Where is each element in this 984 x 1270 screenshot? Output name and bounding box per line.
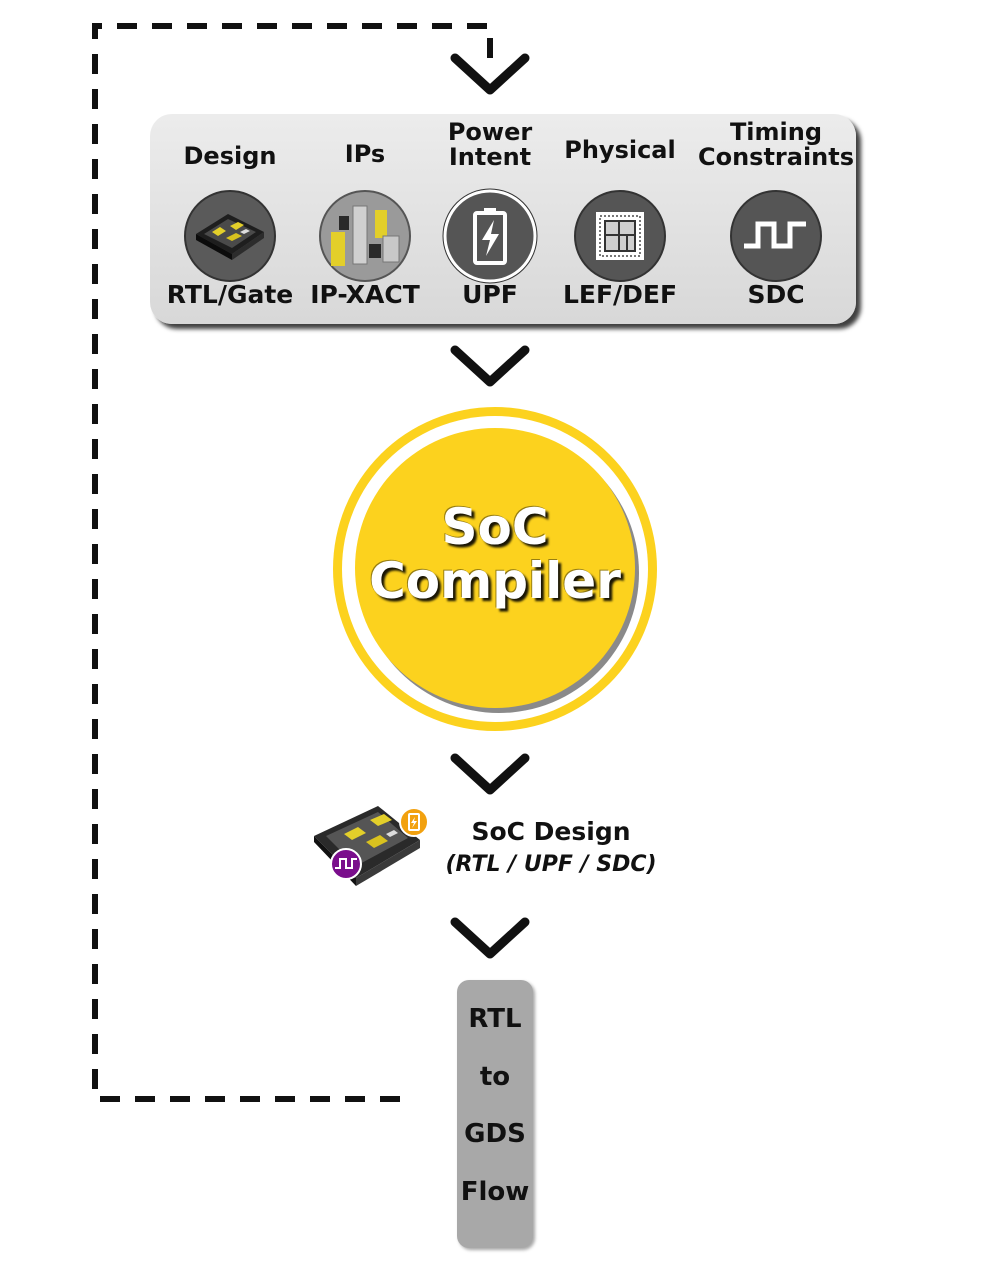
arrow-to-soc-design (450, 753, 530, 795)
arrow-to-flow (450, 917, 530, 959)
ip-blocks-icon (319, 190, 411, 282)
input-physical: Physical LEF/DEF (540, 114, 700, 324)
input-title: Design (183, 142, 277, 170)
soc-design-label: SoC Design (RTL / UPF / SDC) (436, 814, 666, 880)
battery-icon (442, 188, 538, 284)
input-title: Physical (564, 136, 676, 164)
soc-design-formats: (RTL / UPF / SDC) (445, 852, 657, 877)
input-subtitle: UPF (462, 280, 518, 309)
arrows (450, 53, 530, 959)
chip-icon (184, 190, 276, 282)
input-title: IPs (344, 140, 386, 168)
feedback-loop (92, 23, 493, 1102)
input-power-intent: Power Intent UPF (410, 114, 570, 324)
input-title: Timing Constraints (697, 118, 855, 171)
soc-design-title: SoC Design (471, 817, 631, 846)
arrow-into-inputs (450, 53, 530, 95)
flow-line: GDS (464, 1119, 526, 1149)
input-timing-constraints: Timing Constraints SDC (696, 114, 856, 324)
input-subtitle: RTL/Gate (166, 280, 294, 309)
flow-line: RTL (468, 1004, 522, 1034)
inputs-panel: Design RTL/Gate IPs (150, 114, 856, 324)
flow-line: Flow (460, 1177, 530, 1207)
flow-line: to (479, 1062, 511, 1092)
input-subtitle: SDC (747, 280, 805, 309)
timing-badge-icon (330, 848, 362, 880)
floorplan-icon (574, 190, 666, 282)
compiler-core (355, 428, 635, 708)
input-ips: IPs IP-XACT (285, 114, 445, 324)
rtl-to-gds-flow-box: RTL to GDS Flow (457, 980, 533, 1248)
input-subtitle: IP-XACT (310, 280, 420, 309)
input-design: Design RTL/Gate (150, 114, 310, 324)
input-title: Power Intent (447, 118, 533, 171)
clock-waveform-icon (730, 190, 822, 282)
arrow-to-compiler (450, 345, 530, 387)
battery-badge-icon (399, 807, 429, 837)
compiler-label: SoC Compiler (369, 498, 621, 610)
input-subtitle: LEF/DEF (562, 280, 678, 309)
